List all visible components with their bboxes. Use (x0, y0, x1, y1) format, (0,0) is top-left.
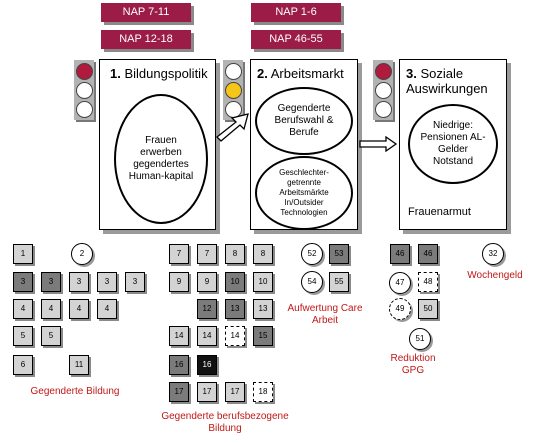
ellipse-berufswahl: Gegenderte Berufswahl & Berufe (255, 87, 353, 155)
measure-box: 46 (390, 244, 410, 264)
measure-box: 17 (225, 382, 245, 402)
measure-box: 8 (253, 244, 273, 264)
panel-title-text: Arbeitsmarkt (270, 66, 344, 81)
amber-light-icon (375, 82, 392, 99)
measure-box: 9 (169, 272, 189, 292)
nap-label-7-11: NAP 7-11 (101, 3, 191, 22)
measure-box: 12 (197, 299, 217, 319)
amber-light-icon (225, 82, 242, 99)
measure-box: 4 (41, 299, 61, 319)
ellipse-pensionen: Niedrige: Pensionen AL-Gelder Notstand (408, 104, 498, 184)
group-caption: Gegenderte Bildung (30, 386, 120, 397)
nap-label-12-18: NAP 12-18 (101, 30, 191, 49)
panel-arbeitsmarkt: 2. Arbeitsmarkt Gegenderte Berufswahl & … (250, 59, 358, 230)
panel-title-text: Bildungspolitik (124, 66, 208, 81)
measure-circle: 54 (301, 271, 323, 293)
red-light-icon (76, 63, 93, 80)
panel-soziale-auswirkungen: 3. Soziale Auswirkungen Niedrige: Pensio… (399, 59, 507, 230)
group-caption: Gegenderte berufsbezogene Bildung (161, 411, 289, 434)
measure-box: 17 (197, 382, 217, 402)
measure-circle: 47 (389, 272, 411, 294)
panel-bildungspolitik: 1. Bildungspolitik Frauen erwerben gegen… (99, 59, 216, 230)
measure-box-dashed: 18 (253, 382, 273, 402)
panel-title: 2. Arbeitsmarkt (257, 66, 344, 81)
measure-box: 8 (225, 244, 245, 264)
ellipse-text: Frauen erwerben gegendertes Human-kapita… (128, 135, 194, 182)
measure-circle: 51 (409, 328, 431, 350)
measure-box: 1 (13, 244, 33, 264)
measure-box: 7 (197, 244, 217, 264)
panel-title-text: Soziale Auswirkungen (406, 66, 488, 96)
panel-title: 1. Bildungspolitik (110, 66, 208, 81)
measure-box-dashed: 48 (418, 272, 438, 292)
measure-box: 11 (69, 355, 89, 375)
measure-circle: 32 (482, 243, 504, 265)
ellipse-arbeitsmaerkte: Geschlechter-getrennte Arbeitsmärkte In/… (255, 156, 353, 230)
nap-label-1-6: NAP 1-6 (251, 3, 341, 22)
red-light-icon (225, 63, 242, 80)
measure-box: 15 (253, 326, 273, 346)
panel-title: 3. Soziale Auswirkungen (406, 66, 504, 96)
measure-box: 14 (169, 326, 189, 346)
measure-box: 10 (225, 272, 245, 292)
red-light-icon (375, 63, 392, 80)
group-caption: Reduktion GPG (390, 353, 436, 376)
measure-box: 50 (418, 299, 438, 319)
measure-box: 13 (253, 299, 273, 319)
panel-number: 1. (110, 66, 121, 81)
measure-box: 4 (69, 299, 89, 319)
traffic-light-3 (373, 60, 393, 120)
measure-box: 7 (169, 244, 189, 264)
measure-box: 9 (197, 272, 217, 292)
ellipse-text: Geschlechter-getrennte Arbeitsmärkte In/… (279, 168, 329, 217)
measure-box: 10 (253, 272, 273, 292)
green-light-icon (76, 101, 93, 118)
arrow-icon (216, 113, 249, 142)
measure-box: 14 (197, 326, 217, 346)
measure-box: 16 (197, 355, 217, 375)
ellipse-humankapital: Frauen erwerben gegendertes Human-kapita… (114, 94, 208, 224)
measure-box: 53 (329, 244, 349, 264)
measure-box: 4 (13, 299, 33, 319)
measure-box: 3 (41, 272, 61, 292)
amber-light-icon (76, 82, 93, 99)
measure-circle: 52 (301, 243, 323, 265)
measure-circle: 2 (71, 243, 93, 265)
measure-box: 46 (418, 244, 438, 264)
measure-box: 5 (41, 326, 61, 346)
ellipse-text: Gegenderte Berufswahl & Berufe (274, 103, 334, 138)
nap-label-46-55: NAP 46-55 (251, 30, 341, 49)
arrow-icon (359, 136, 398, 152)
measure-box-dashed: 14 (225, 326, 245, 346)
measure-box: 4 (97, 299, 117, 319)
measure-box: 3 (13, 272, 33, 292)
group-caption: Aufwertung Care Arbeit (287, 303, 363, 326)
measure-box: 13 (225, 299, 245, 319)
measure-box: 17 (169, 382, 189, 402)
group-caption: Wochengeld (467, 270, 523, 281)
traffic-light-1 (74, 60, 94, 120)
measure-box: 3 (125, 272, 145, 292)
panel-number: 2. (257, 66, 268, 81)
panel-number: 3. (406, 66, 417, 81)
measure-circle-dashed: 49 (389, 298, 411, 320)
measure-box: 5 (13, 326, 33, 346)
frauenarmut-label: Frauenarmut (408, 206, 471, 218)
green-light-icon (375, 101, 392, 118)
measure-box: 6 (13, 355, 33, 375)
measure-box: 55 (329, 272, 349, 292)
ellipse-text: Niedrige: Pensionen AL-Gelder Notstand (420, 120, 486, 167)
measure-box: 16 (169, 355, 189, 375)
measure-box: 3 (97, 272, 117, 292)
measure-box: 3 (69, 272, 89, 292)
